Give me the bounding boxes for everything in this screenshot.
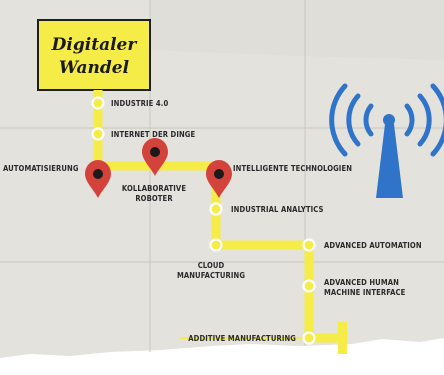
node-industrie40 <box>91 96 105 110</box>
label-internet-der-dinge: INTERNET DER DINGE <box>111 130 195 139</box>
node-advanced-hmi <box>302 279 316 293</box>
label-kollaborative-line2: ROBOTER <box>135 194 173 203</box>
label-advanced-hmi-line2: MACHINE INTERFACE <box>324 288 406 297</box>
node-advanced-automation <box>302 238 316 252</box>
label-automatisierung: AUTOMATISIERUNG <box>3 164 79 173</box>
map-pin-icon <box>85 160 111 198</box>
label-kollaborative-line1: KOLLABORATIVE <box>122 184 186 193</box>
wifi-tower-icon <box>329 83 444 198</box>
label-intelligente-technologien: INTELLIGENTE TECHNOLOGIEN <box>233 164 352 173</box>
label-industrie40: INDUSTRIE 4.0 <box>111 99 168 108</box>
node-cloud-manufacturing <box>209 238 223 252</box>
title-line2: Wandel <box>59 58 130 78</box>
map-pin-icon <box>142 138 168 176</box>
title-box: Digitaler Wandel <box>37 19 151 91</box>
node-internet-der-dinge <box>91 127 105 141</box>
node-additive-manufacturing <box>302 331 316 345</box>
label-additive-manufacturing: ADDITIVE MANUFACTURING <box>188 334 296 343</box>
label-advanced-hmi-line1: ADVANCED HUMAN <box>324 278 399 287</box>
label-advanced-automation: ADVANCED AUTOMATION <box>324 241 422 250</box>
title-line1: Digitaler <box>51 35 138 55</box>
label-cloud-line2: MANUFACTURING <box>177 271 245 280</box>
map-pin-icon <box>206 160 232 198</box>
node-industrial-analytics <box>209 202 223 216</box>
roadmap-nodes <box>91 96 316 345</box>
label-industrial-analytics: INDUSTRIAL ANALYTICS <box>231 205 324 214</box>
label-cloud-line1: CLOUD <box>198 261 225 270</box>
roadmap-labels: INDUSTRIE 4.0 INTERNET DER DINGE AUTOMAT… <box>3 99 422 343</box>
